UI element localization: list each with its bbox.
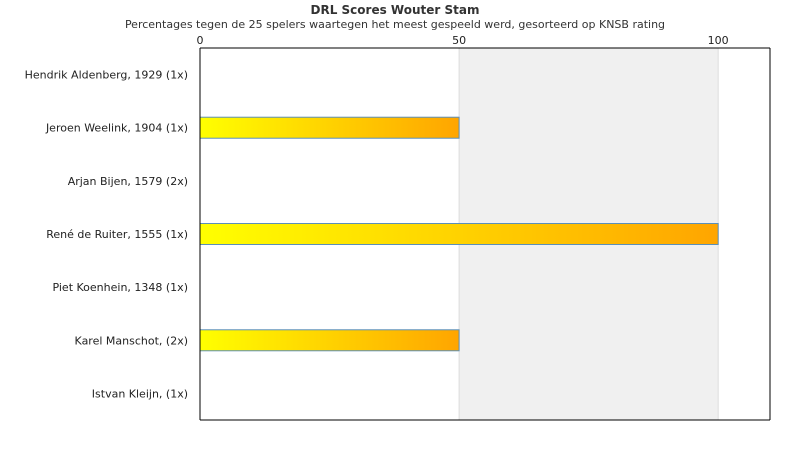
x-tick-label: 100 — [708, 34, 729, 47]
y-category-label: Hendrik Aldenberg, 1929 (1x) — [25, 69, 188, 82]
y-category-label: Istvan Kleijn, (1x) — [92, 387, 188, 400]
x-tick-label: 0 — [197, 34, 204, 47]
x-tick-label: 50 — [452, 34, 466, 47]
bar — [199, 223, 719, 245]
y-category-label: Karel Manschot, (2x) — [75, 334, 188, 347]
y-category-label: Jeroen Weelink, 1904 (1x) — [45, 122, 188, 135]
y-category-label: Arjan Bijen, 1579 (2x) — [68, 175, 188, 188]
y-category-label: René de Ruiter, 1555 (1x) — [46, 228, 188, 241]
y-category-label: Piet Koenhein, 1348 (1x) — [52, 281, 188, 294]
bar — [199, 329, 460, 352]
chart-subtitle: Percentages tegen de 25 spelers waartege… — [124, 18, 666, 31]
bar — [199, 116, 460, 139]
chart-title: DRL Scores Wouter Stam — [310, 3, 480, 17]
